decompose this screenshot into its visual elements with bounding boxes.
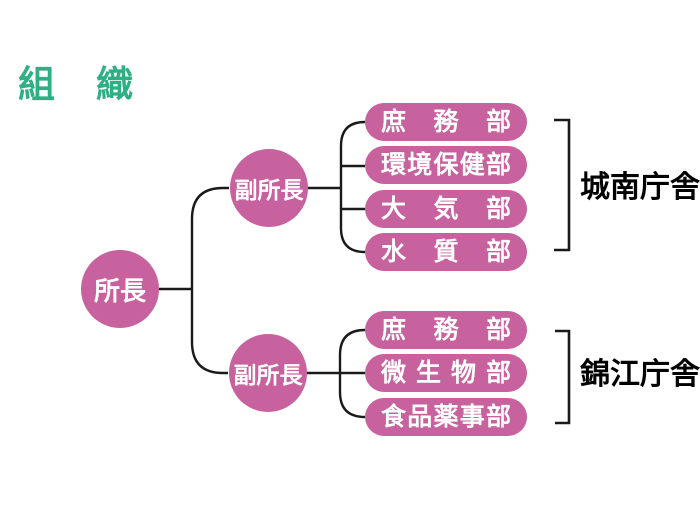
director-node: 所長: [81, 250, 159, 328]
deputy-node-top: 副所長: [230, 149, 308, 227]
building-label-kinko: 錦江庁舎: [580, 357, 700, 392]
dept-pill-shokuhinyakuji: 食品薬事部: [365, 398, 527, 436]
dept-pill-suishitsu: 水質部: [365, 233, 527, 271]
connector-director-trunk: [190, 186, 229, 375]
building-bracket-jonan: [554, 118, 571, 252]
building-label-jonan: 城南庁舎: [580, 170, 700, 205]
dept-pill-biseibutsu: 微生物部: [365, 354, 527, 392]
building-bracket-kinko: [555, 329, 571, 425]
dept-pill-taiki: 大気部: [365, 190, 527, 228]
connector-deputy1-trunk: [339, 120, 366, 254]
page-title: 組 織: [18, 63, 135, 106]
dept-pill-shomu-top: 庶務部: [365, 103, 527, 141]
dept-pill-shomu-bottom: 庶務部: [365, 311, 527, 349]
dept-pill-kankyohoken: 環境保健部: [365, 146, 527, 184]
deputy-node-bottom: 副所長: [229, 334, 307, 412]
